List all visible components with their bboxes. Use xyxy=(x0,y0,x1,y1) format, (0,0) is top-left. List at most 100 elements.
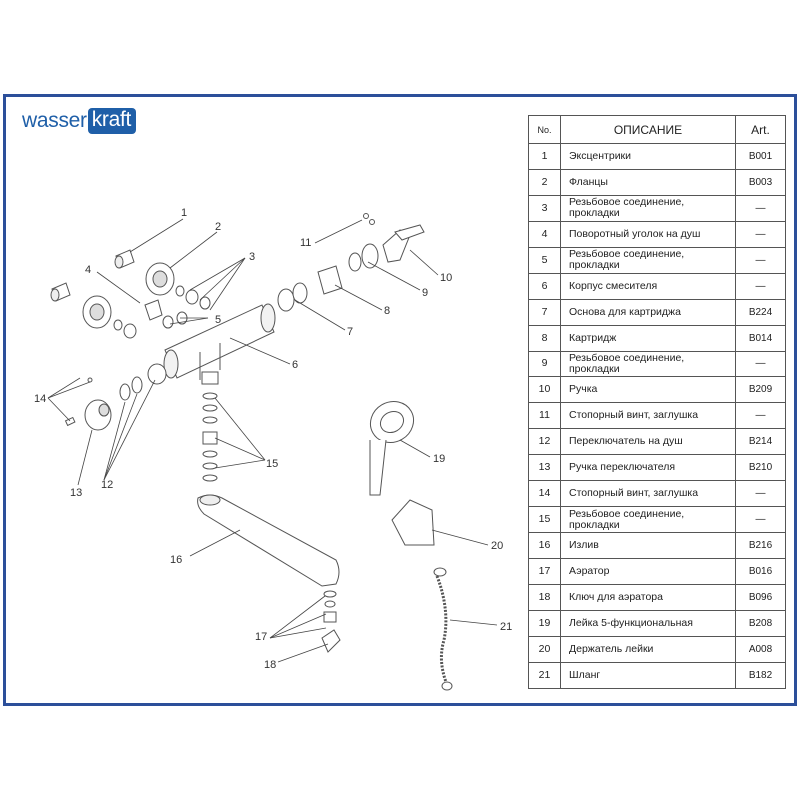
part-article: — xyxy=(735,194,786,222)
part-article: — xyxy=(735,246,786,274)
part-article: — xyxy=(735,272,786,300)
callout-20: 20 xyxy=(491,540,503,552)
part-description: Поворотный уголок на душ xyxy=(560,220,736,248)
part-description: Резьбовое соединение, прокладки xyxy=(560,246,736,274)
part-description: Фланцы xyxy=(560,168,736,196)
callout-6: 6 xyxy=(292,359,298,371)
leader-lines xyxy=(47,218,498,663)
part-description: Резьбовое соединение, прокладки xyxy=(560,350,736,378)
part-article: B016 xyxy=(735,558,786,585)
part-article: B003 xyxy=(735,168,786,196)
callout-19: 19 xyxy=(433,453,445,465)
part-number: 6 xyxy=(528,272,561,300)
part-article: B001 xyxy=(735,143,786,170)
part-number: 19 xyxy=(528,609,561,637)
part-description: Стопорный винт, заглушка xyxy=(560,402,736,430)
part-holder xyxy=(391,499,435,546)
part-number: 17 xyxy=(528,558,561,585)
part-number: 16 xyxy=(528,532,561,559)
part-description: Переключатель на душ xyxy=(560,428,736,456)
part-article: B096 xyxy=(735,583,786,611)
part-aerator xyxy=(321,590,341,653)
brand-logo-part1: wasser xyxy=(22,109,87,132)
part-article: — xyxy=(735,350,786,378)
part-flange xyxy=(82,262,175,329)
part-article: B224 xyxy=(735,298,786,326)
part-description: Шланг xyxy=(560,661,736,689)
part-number: 3 xyxy=(528,194,561,222)
part-shower-head xyxy=(369,400,415,496)
header-art: Art. xyxy=(735,115,786,144)
part-article: B210 xyxy=(735,454,786,482)
part-number: 14 xyxy=(528,480,561,508)
part-number: 9 xyxy=(528,350,561,378)
part-article: B014 xyxy=(735,324,786,352)
callout-4: 4 xyxy=(85,264,91,276)
callout-1: 1 xyxy=(181,207,187,219)
part-number: 10 xyxy=(528,376,561,404)
part-mixer-body xyxy=(163,303,276,380)
part-number: 20 xyxy=(528,635,561,663)
part-number: 18 xyxy=(528,583,561,611)
part-description: Ключ для аэратора xyxy=(560,583,736,611)
part-hose xyxy=(433,567,453,691)
part-description: Держатель лейки xyxy=(560,635,736,663)
callout-16: 16 xyxy=(170,554,182,566)
part-number: 5 xyxy=(528,246,561,274)
header-description: ОПИСАНИЕ xyxy=(560,115,736,144)
callout-5: 5 xyxy=(215,314,221,326)
part-number: 8 xyxy=(528,324,561,352)
part-spout xyxy=(197,494,340,587)
header-no: No. xyxy=(528,115,561,144)
part-description: Картридж xyxy=(560,324,736,352)
callout-11: 11 xyxy=(300,237,311,249)
callout-13: 13 xyxy=(70,487,82,499)
part-description: Лейка 5-функциональная xyxy=(560,609,736,637)
part-description: Основа для картриджа xyxy=(560,298,736,326)
part-outlet-gaskets xyxy=(201,371,219,482)
part-number: 1 xyxy=(528,143,561,170)
callout-7: 7 xyxy=(347,326,353,338)
part-description: Эксцентрики xyxy=(560,143,736,170)
part-description: Излив xyxy=(560,532,736,559)
part-number: 12 xyxy=(528,428,561,456)
part-gaskets xyxy=(113,285,211,339)
part-stop-screw xyxy=(363,213,375,225)
part-article: — xyxy=(735,480,786,508)
part-article: B209 xyxy=(735,376,786,404)
callout-18: 18 xyxy=(264,659,276,671)
part-number: 2 xyxy=(528,168,561,196)
parts-table-header: No. ОПИСАНИЕ Art. xyxy=(528,115,786,144)
callout-17: 17 xyxy=(255,631,267,643)
callout-21: 21 xyxy=(500,621,512,633)
part-description: Аэратор xyxy=(560,558,736,585)
callout-12: 12 xyxy=(101,479,113,491)
part-description: Ручка xyxy=(560,376,736,404)
part-article: — xyxy=(735,220,786,248)
callout-9: 9 xyxy=(422,287,428,299)
part-number: 21 xyxy=(528,661,561,689)
part-article: B214 xyxy=(735,428,786,456)
